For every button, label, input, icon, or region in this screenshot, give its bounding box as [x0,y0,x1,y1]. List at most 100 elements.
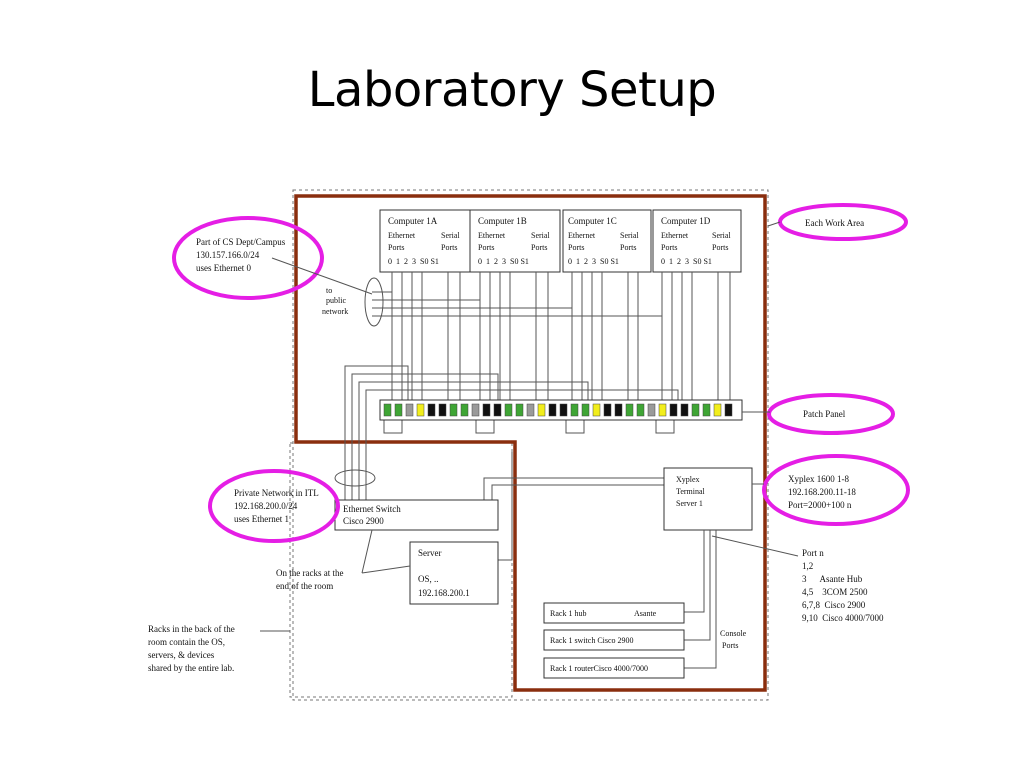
ethernet-switch: Ethernet Switch Cisco 2900 [334,499,499,531]
svg-text:Asante: Asante [634,609,657,618]
svg-text:Rack 1 switch Cisco 2900: Rack 1 switch Cisco 2900 [550,636,634,645]
computer-name: Computer 1C [568,216,617,226]
svg-text:Ports: Ports [388,243,404,252]
svg-text:192.168.200.0/24: 192.168.200.0/24 [234,501,298,511]
computer-1c: Computer 1C Ethernet Serial Ports Ports … [562,209,652,273]
svg-text:Port=2000+100 n: Port=2000+100 n [788,500,852,510]
patch-port [548,403,557,417]
patch-port [702,403,711,417]
patch-port [526,403,535,417]
patch-port [405,403,414,417]
computer-wiring [334,272,731,561]
svg-text:192.168.200.1: 192.168.200.1 [418,588,470,598]
svg-text:Xyplex 1600 1-8: Xyplex 1600 1-8 [788,474,849,484]
console-ports-label: Console Ports [720,629,747,650]
computer-1b: Computer 1B Ethernet Serial Ports Ports … [469,209,561,273]
svg-text:130.157.166.0/24: 130.157.166.0/24 [196,250,260,260]
patch-port [394,403,403,417]
computer-name: Computer 1B [478,216,527,226]
campus-callout: Part of CS Dept/Campus 130.157.166.0/24 … [172,216,373,300]
patch-port [592,403,601,417]
svg-text:end of the room: end of the room [276,581,333,591]
patch-port [449,403,458,417]
computer-1a: Computer 1A Ethernet Serial Ports Ports … [379,209,471,273]
patch-port [724,403,733,417]
patch-port [493,403,502,417]
svg-text:Ports: Ports [620,243,636,252]
patch-port [713,403,722,417]
svg-text:0 1 2 3 S0 S1: 0 1 2 3 S0 S1 [478,257,529,266]
patch-port [691,403,700,417]
svg-text:Rack 1 hub: Rack 1 hub [550,609,586,618]
patch-port [647,403,656,417]
patch-panel-ports [383,403,733,417]
svg-text:Ethernet: Ethernet [478,231,506,240]
racks-back-callout: Racks in the back of the room contain th… [148,624,290,673]
patch-port [669,403,678,417]
patch-port [515,403,524,417]
port-list: Port n 1,2 3 Asante Hub 4,5 3COM 2500 6,… [711,535,884,623]
work-area-callout: Each Work Area [767,203,908,241]
svg-text:Serial: Serial [441,231,460,240]
patch-panel [379,399,743,421]
svg-text:to: to [326,286,332,295]
patch-port [482,403,491,417]
patch-port [383,403,392,417]
svg-text:0 1 2 3 S0 S1: 0 1 2 3 S0 S1 [661,257,712,266]
patch-port [427,403,436,417]
patch-port [559,403,568,417]
patch-port [460,403,469,417]
svg-text:Server: Server [418,548,442,558]
svg-text:9,10 Cisco 4000/7000: 9,10 Cisco 4000/7000 [802,613,884,623]
patch-port [537,403,546,417]
slide-title: Laboratory Setup [307,62,717,118]
terminal-server: Xyplex Terminal Server 1 [663,467,753,669]
svg-text:Ports: Ports [568,243,584,252]
svg-text:network: network [322,307,348,316]
svg-text:Cisco 2900: Cisco 2900 [343,516,384,526]
patch-port [570,403,579,417]
svg-text:0 1 2 3 S0 S1: 0 1 2 3 S0 S1 [388,257,439,266]
patch-port [504,403,513,417]
svg-text:Serial: Serial [712,231,731,240]
svg-text:Ports: Ports [441,243,457,252]
svg-text:Xyplex: Xyplex [676,475,700,484]
patch-port [680,403,689,417]
svg-text:OS, ..: OS, .. [418,574,439,584]
rack-router: Rack 1 routerCisco 4000/7000 [543,657,685,679]
work-area-outline [294,194,767,692]
svg-text:uses Ethernet 0: uses Ethernet 0 [196,263,251,273]
svg-text:Ports: Ports [722,641,738,650]
patch-port [471,403,480,417]
public-network-label: to public network [322,286,348,316]
svg-text:servers, & devices: servers, & devices [148,650,215,660]
svg-text:Serial: Serial [531,231,550,240]
racks-end-callout: On the racks at the end of the room [276,529,411,591]
svg-text:room contain the OS,: room contain the OS, [148,637,225,647]
svg-text:192.168.200.11-18: 192.168.200.11-18 [788,487,856,497]
patch-port [603,403,612,417]
svg-text:Terminal: Terminal [676,487,706,496]
patch-port [438,403,447,417]
svg-text:Ports: Ports [661,243,677,252]
computer-1d: Computer 1D Ethernet Serial Ports Ports … [652,209,742,273]
svg-text:1,2: 1,2 [802,561,813,571]
svg-text:Ports: Ports [531,243,547,252]
svg-text:Ethernet Switch: Ethernet Switch [343,504,401,514]
patch-panel-callout: Patch Panel [742,393,895,435]
svg-text:uses Ethernet 1: uses Ethernet 1 [234,514,289,524]
rack-switch: Rack 1 switch Cisco 2900 [543,629,685,651]
patch-port [625,403,634,417]
svg-text:Serial: Serial [620,231,639,240]
svg-text:6,7,8 Cisco 2900: 6,7,8 Cisco 2900 [802,600,866,610]
svg-text:Ethernet: Ethernet [388,231,416,240]
patch-port [658,403,667,417]
rack-hub: Rack 1 hub Asante [543,602,685,624]
svg-text:public: public [326,296,346,305]
svg-text:4,5 3COM 2500: 4,5 3COM 2500 [802,587,868,597]
computer-name: Computer 1D [661,216,711,226]
svg-text:Ports: Ports [478,243,494,252]
computer-name: Computer 1A [388,216,438,226]
patch-port [636,403,645,417]
